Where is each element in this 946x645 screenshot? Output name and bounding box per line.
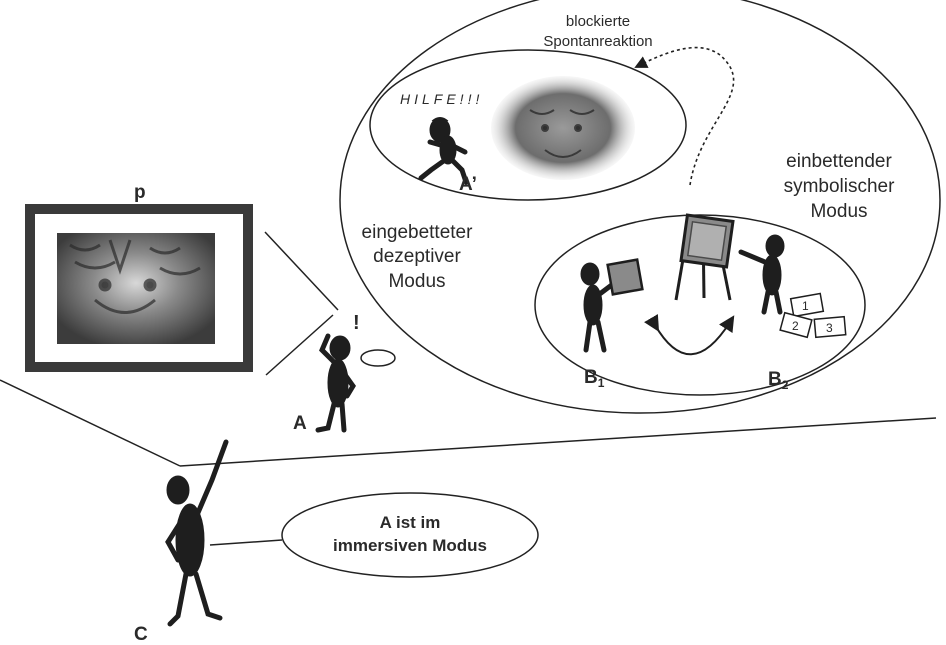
tiger-photo xyxy=(57,233,215,344)
label-a: A xyxy=(293,413,307,434)
leg xyxy=(315,401,337,433)
embedded-mode-label-1: eingebetteter xyxy=(362,222,474,243)
projection-line-left xyxy=(0,379,181,467)
c-speech-bubble xyxy=(281,492,539,578)
pointing-arm xyxy=(194,439,229,518)
bubble-pointer-upper xyxy=(264,231,339,311)
tiger-vignette-icon xyxy=(491,76,635,180)
head xyxy=(765,234,785,258)
embedding-mode-label-2: symbolischer xyxy=(784,176,896,197)
svg-text:2: 2 xyxy=(792,319,799,333)
blocked-reaction-arrow xyxy=(634,46,735,186)
bubble-pointer-lower xyxy=(265,314,334,376)
leg xyxy=(449,157,469,185)
embedded-mode-label-2: dezeptiver xyxy=(373,246,461,267)
arm xyxy=(319,333,337,365)
running-figure-a-prime xyxy=(418,117,469,185)
picture-label-p: p xyxy=(134,182,146,203)
svg-text:1: 1 xyxy=(802,299,809,313)
projection-lines xyxy=(0,231,937,467)
hilfe-text: HILFE!!! xyxy=(400,91,483,107)
blocked-reaction-label-2: Spontanreaktion xyxy=(543,33,652,50)
symbolic-mode-bubble xyxy=(534,214,866,396)
blocked-reaction-label-1: blockierte xyxy=(566,13,630,30)
arm xyxy=(427,139,447,149)
framed-picture-p: p xyxy=(25,182,253,372)
head xyxy=(329,335,351,361)
arm xyxy=(165,517,185,563)
svg-text:3: 3 xyxy=(826,321,833,335)
c-bubble-line-2: immersiven Modus xyxy=(333,536,487,555)
leg xyxy=(761,289,771,315)
tiger-vignette-stripes xyxy=(529,109,595,158)
leg xyxy=(583,319,593,353)
leg xyxy=(418,157,448,181)
held-painting-icon xyxy=(606,258,644,296)
arm xyxy=(450,143,468,155)
embedding-mode-label-1: einbettender xyxy=(786,151,892,172)
projection-line-bottom xyxy=(179,417,937,467)
tiger-stripes xyxy=(69,239,201,314)
figure-b2 xyxy=(738,234,785,315)
figure-a: ! xyxy=(315,312,360,433)
arm xyxy=(340,369,356,399)
torso xyxy=(327,358,349,408)
easel-icon xyxy=(674,213,735,301)
figure-b1 xyxy=(580,258,644,353)
double-headed-arrow xyxy=(644,314,735,356)
numbered-cards-icon: 1 2 3 xyxy=(779,292,847,339)
figure-c xyxy=(165,439,229,627)
label-a-prime: A’ xyxy=(459,174,477,195)
leg xyxy=(339,401,347,433)
c-bubble-line-1: A ist im xyxy=(380,513,441,532)
thought-bubble-small xyxy=(360,349,396,367)
leg xyxy=(167,571,189,627)
head xyxy=(166,475,190,505)
leg xyxy=(595,319,607,353)
torso xyxy=(583,284,603,326)
embedding-mode-label-3: Modus xyxy=(810,201,867,222)
leg xyxy=(773,289,783,315)
cap-icon xyxy=(431,117,449,122)
torso xyxy=(762,254,782,296)
label-b1: B1 xyxy=(584,367,605,390)
embedded-mode-label-3: Modus xyxy=(388,271,445,292)
leg xyxy=(193,571,223,621)
label-b2: B2 xyxy=(768,369,789,392)
label-c: C xyxy=(134,624,148,645)
c-bubble-pointer xyxy=(209,539,283,546)
exclamation-mark: ! xyxy=(353,312,360,334)
arm xyxy=(738,249,768,265)
head xyxy=(580,262,600,286)
